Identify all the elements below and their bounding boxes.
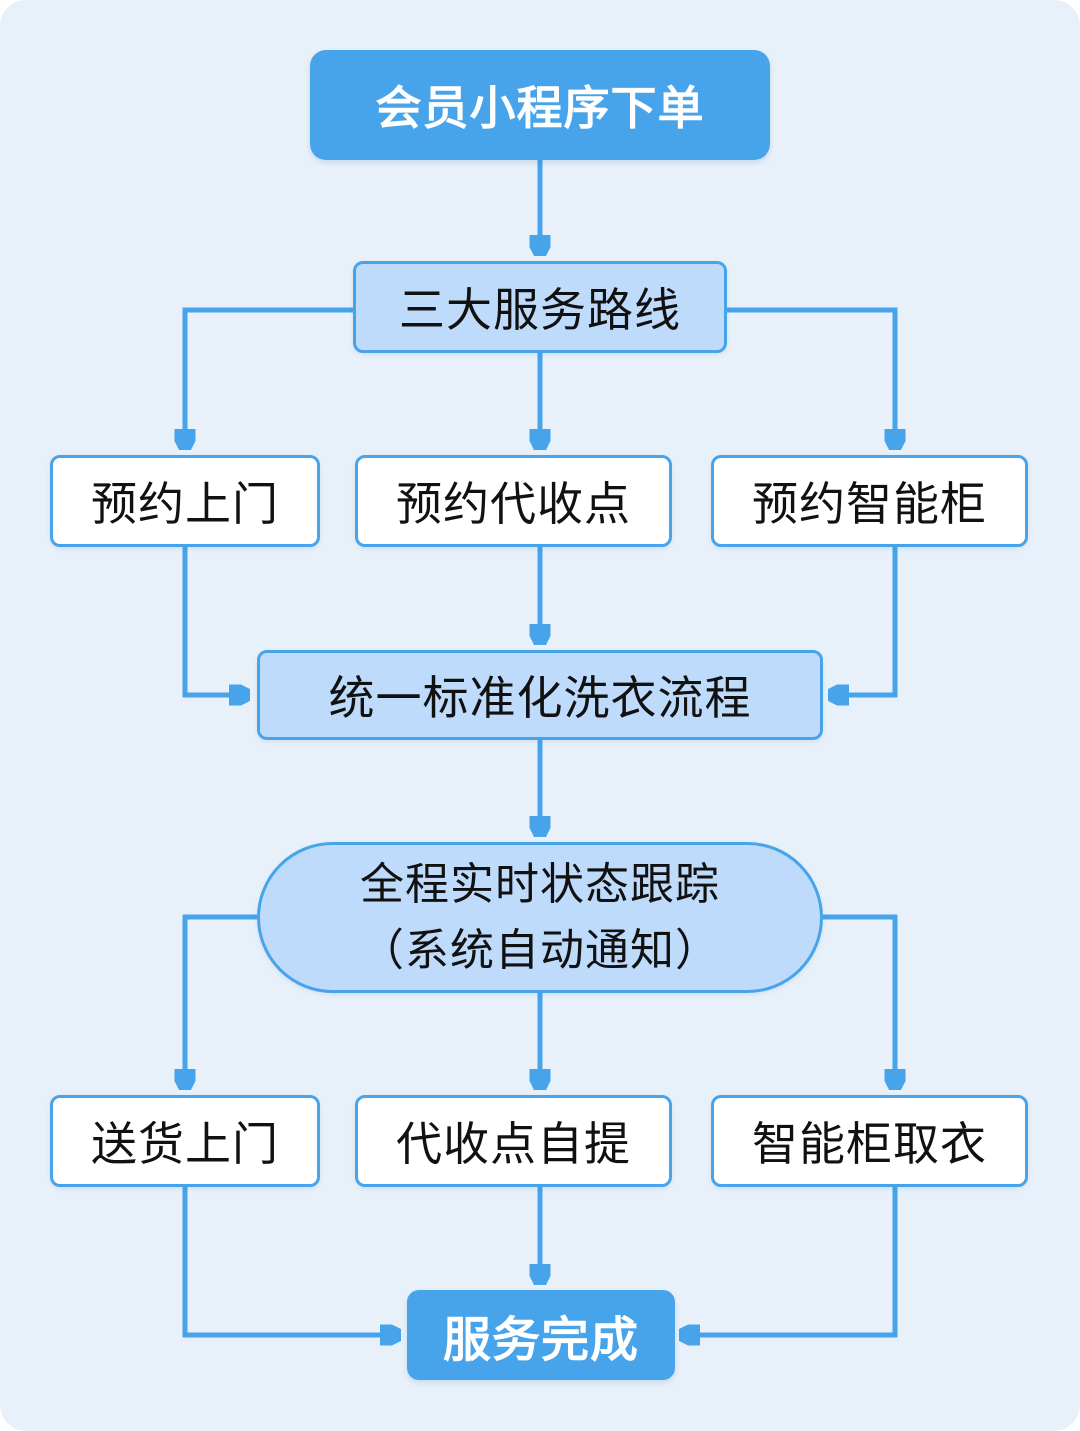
edge-routes-to-book-home xyxy=(185,307,353,446)
node-member-miniprogram-order: 会员小程序下单 xyxy=(310,50,770,160)
node-standardized-laundry-process: 统一标准化洗衣流程 xyxy=(257,650,823,740)
node-collection-point-pickup: 代收点自提 xyxy=(355,1095,672,1187)
node-label: 预约代收点 xyxy=(396,478,631,530)
node-book-home-pickup: 预约上门 xyxy=(50,455,320,547)
node-label: 预约上门 xyxy=(91,478,279,530)
node-label-line1: 全程实时状态跟踪 xyxy=(360,859,720,909)
node-book-collection-point: 预约代收点 xyxy=(355,455,672,547)
node-smart-locker-pickup: 智能柜取衣 xyxy=(711,1095,1028,1187)
edge-delivery-to-done xyxy=(182,1187,397,1335)
node-realtime-status-tracking: 全程实时状态跟踪 （系统自动通知） xyxy=(257,842,823,993)
edge-pickup-locker-to-done xyxy=(683,1187,898,1335)
edge-tracking-to-delivery xyxy=(185,914,257,1086)
edge-tracking-to-pickup-locker xyxy=(823,914,895,1086)
node-book-smart-locker: 预约智能柜 xyxy=(711,455,1028,547)
node-label: 代收点自提 xyxy=(396,1118,631,1170)
node-label-line2: （系统自动通知） xyxy=(360,925,720,975)
edge-book-home-to-process xyxy=(182,547,246,695)
node-label: 预约智能柜 xyxy=(752,478,987,530)
node-label: 送货上门 xyxy=(91,1118,279,1170)
node-label: 三大服务路线 xyxy=(399,284,681,336)
edge-routes-to-book-locker xyxy=(727,307,895,446)
node-home-delivery: 送货上门 xyxy=(50,1095,320,1187)
edge-book-locker-to-process xyxy=(832,547,898,695)
node-label: 会员小程序下单 xyxy=(375,82,705,134)
node-label: 统一标准化洗衣流程 xyxy=(328,672,752,724)
node-label: 智能柜取衣 xyxy=(752,1118,987,1170)
node-label: 服务完成 xyxy=(442,1314,639,1367)
node-three-service-routes: 三大服务路线 xyxy=(353,261,727,353)
node-service-complete: 服务完成 xyxy=(407,1290,675,1380)
